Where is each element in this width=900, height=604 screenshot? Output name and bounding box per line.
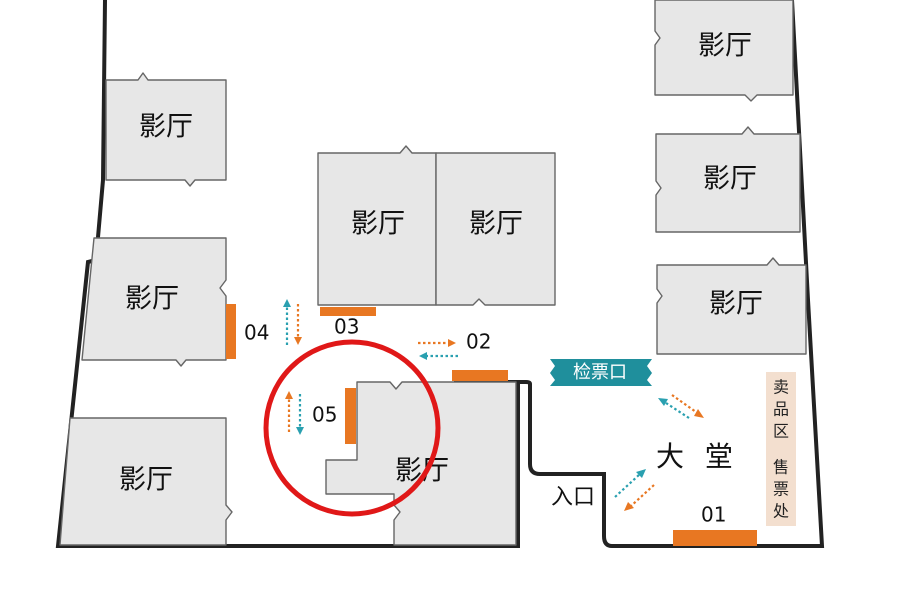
exit-door-01 bbox=[673, 530, 757, 546]
exit-label-04: 04 bbox=[244, 321, 269, 345]
exit-door-05 bbox=[345, 388, 356, 444]
cinema-room-5-label: 影厅 bbox=[469, 209, 523, 240]
kiosk-char-2: 品 bbox=[773, 400, 789, 419]
arrows-exit-02 bbox=[418, 339, 458, 360]
cinema-room-2[interactable] bbox=[81, 237, 227, 367]
ticket-check-sign: 检票口 bbox=[550, 359, 652, 386]
exit-door-04 bbox=[226, 304, 236, 359]
exit-label-02: 02 bbox=[466, 330, 491, 354]
kiosk-char-3: 区 bbox=[773, 422, 789, 441]
cinema-room-4-label: 影厅 bbox=[351, 209, 405, 240]
ticket-check-label: 检票口 bbox=[573, 362, 627, 383]
arrows-entrance bbox=[614, 469, 655, 511]
cinema-room-1-label: 影厅 bbox=[139, 112, 193, 143]
arrows-lobby bbox=[658, 394, 704, 419]
exit-label-01: 01 bbox=[701, 503, 726, 527]
cinema-room-3-label: 影厅 bbox=[119, 465, 173, 496]
exit-label-05: 05 bbox=[312, 403, 337, 427]
highlight-circle bbox=[263, 339, 441, 517]
cinema-room-5[interactable] bbox=[435, 152, 556, 306]
arrows-exit-04 bbox=[283, 299, 302, 345]
cinema-room-2-label: 影厅 bbox=[125, 284, 179, 315]
cinema-room-8-label: 影厅 bbox=[709, 289, 763, 320]
exit-label-03: 03 bbox=[334, 315, 359, 339]
kiosk-char-5: 票 bbox=[773, 480, 789, 499]
cinema-room-6-label: 影厅 bbox=[698, 31, 752, 62]
cinema-room-1[interactable] bbox=[105, 72, 227, 187]
cinema-room-6[interactable] bbox=[654, 0, 794, 102]
kiosk-sign: 卖 品 区 售 票 处 bbox=[766, 372, 796, 526]
cinema-room-7[interactable] bbox=[655, 126, 801, 233]
exit-door-03 bbox=[320, 307, 376, 316]
kiosk-char-4: 售 bbox=[773, 458, 789, 477]
entrance-label: 入口 bbox=[551, 485, 595, 510]
lobby-label: 大 堂 bbox=[656, 440, 739, 473]
arrows-exit-05 bbox=[285, 391, 304, 435]
cinema-room-3[interactable] bbox=[59, 417, 233, 546]
cinema-room-4[interactable] bbox=[317, 145, 437, 306]
kiosk-char-1: 卖 bbox=[773, 378, 789, 397]
kiosk-char-6: 处 bbox=[773, 502, 789, 521]
cinema-room-8[interactable] bbox=[656, 257, 807, 355]
cinema-room-9[interactable] bbox=[325, 381, 517, 546]
outer-wall bbox=[55, 0, 520, 548]
cinema-room-7-label: 影厅 bbox=[703, 164, 757, 195]
exit-door-02 bbox=[452, 370, 508, 381]
right-wall bbox=[518, 0, 825, 548]
